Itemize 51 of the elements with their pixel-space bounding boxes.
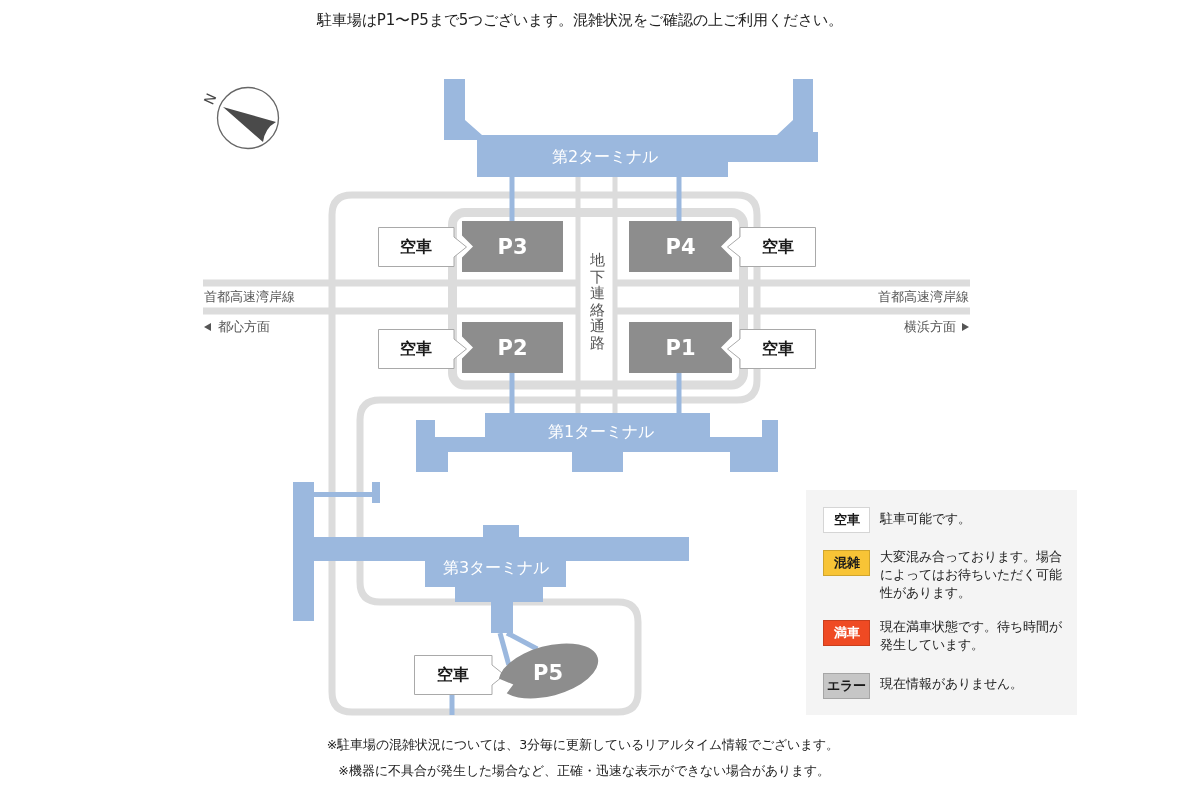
terminal-name: 第3ターミナル bbox=[442, 560, 550, 576]
passage-label: 地下連絡通路 bbox=[590, 252, 605, 351]
page-title: 駐車場はP1〜P5まで5つございます。混雑状況をご確認の上ご利用ください。 bbox=[316, 11, 844, 29]
status-text: 空車 bbox=[762, 239, 794, 255]
lot-name: P3 bbox=[497, 236, 528, 257]
legend-text: 大変混み合っております。場合によってはお待ちいただく可能性があります。 bbox=[880, 548, 1063, 602]
walkway-line bbox=[676, 177, 682, 221]
status-text: 空車 bbox=[400, 341, 432, 357]
passage-line bbox=[575, 177, 581, 413]
legend-text: 駐車可能です。 bbox=[880, 510, 972, 528]
walkway-line bbox=[509, 373, 515, 413]
status-callout bbox=[378, 329, 467, 369]
status-callout bbox=[727, 227, 816, 267]
footnote: ※駐車場の混雑状況については、3分毎に更新しているリアルタイム情報でございます。 bbox=[326, 737, 840, 753]
walkway-line bbox=[449, 695, 455, 715]
footnote: ※機器に不具合が発生した場合など、正確・迅速な表示ができない場合があります。 bbox=[338, 763, 830, 779]
passage-line bbox=[612, 177, 618, 413]
terminal-name: 第1ターミナル bbox=[547, 424, 655, 440]
parking-lot bbox=[498, 643, 599, 699]
parking-lot bbox=[629, 221, 732, 272]
status-callout bbox=[727, 329, 816, 369]
status-callout bbox=[378, 227, 467, 267]
walkway-line bbox=[497, 632, 512, 666]
lot-name: P4 bbox=[665, 236, 696, 257]
terminal-building bbox=[293, 482, 689, 633]
legend-key: 満車 bbox=[833, 626, 860, 640]
terminal-building bbox=[444, 79, 818, 177]
terminal-name: 第2ターミナル bbox=[551, 149, 659, 165]
legend-key: エラー bbox=[827, 679, 866, 693]
walkway-line bbox=[505, 630, 539, 652]
expressway-label: 首都高速湾岸線 bbox=[204, 289, 295, 305]
lot-name: P2 bbox=[497, 337, 528, 358]
walkway-line bbox=[676, 373, 682, 413]
legend-key: 混雑 bbox=[833, 556, 860, 570]
parking-lot bbox=[629, 322, 732, 373]
legend-text: 現在満車状態です。待ち時間が発生しています。 bbox=[880, 618, 1063, 654]
north-label: N bbox=[201, 91, 219, 107]
parking-lot bbox=[462, 322, 563, 373]
legend-key: 空車 bbox=[833, 513, 860, 527]
direction-label: 都心方面 bbox=[218, 319, 270, 335]
expressway-label: 首都高速湾岸線 bbox=[878, 289, 969, 305]
parking-lot bbox=[462, 221, 563, 272]
legend-text: 現在情報がありません。 bbox=[880, 675, 1024, 693]
direction-label: 横浜方面 bbox=[904, 319, 956, 335]
status-text: 空車 bbox=[762, 341, 794, 357]
terminal-building bbox=[416, 413, 778, 472]
lot-name: P1 bbox=[665, 337, 696, 358]
walkway-line bbox=[509, 177, 515, 221]
lot-name: P5 bbox=[533, 662, 563, 684]
status-text: 空車 bbox=[437, 667, 469, 683]
status-text: 空車 bbox=[400, 239, 432, 255]
